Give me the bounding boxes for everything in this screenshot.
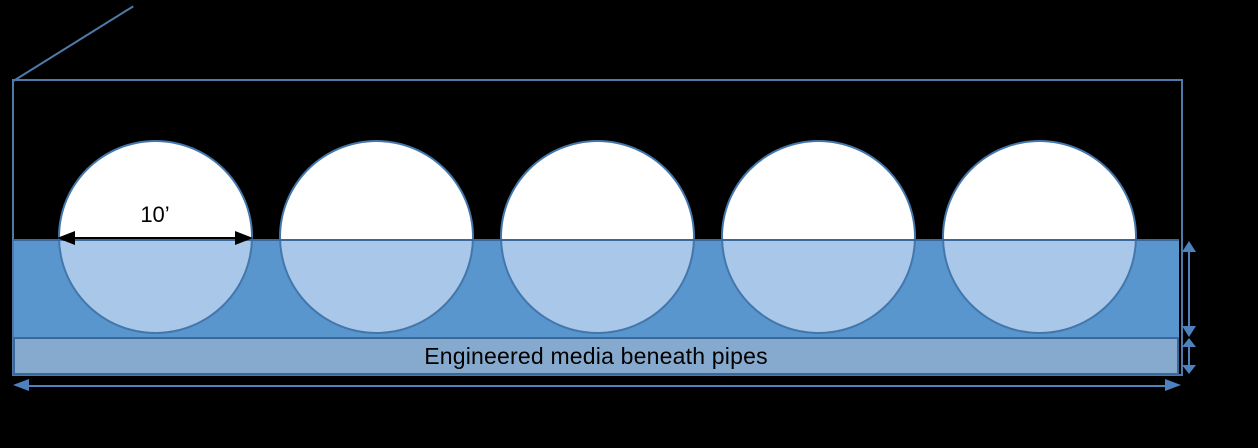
arrow-down-icon <box>1182 326 1196 337</box>
arrow-left-icon <box>57 231 75 245</box>
arrow-right-icon <box>1165 379 1181 391</box>
bedding-depth-dimension-arrow <box>1182 241 1196 337</box>
engineered-media-band: Engineered media beneath pipes <box>13 337 1179 375</box>
bedding-surface-line <box>13 239 1179 241</box>
pipe-diameter-dimension-arrow <box>57 231 253 245</box>
pipe-cross-section <box>278 140 474 334</box>
section-outline <box>12 79 1183 376</box>
dimension-line <box>25 385 1169 387</box>
arrow-left-icon <box>13 379 29 391</box>
arrow-up-icon <box>1182 241 1196 252</box>
total-width-dimension-arrow <box>13 379 1181 392</box>
engineered-media-label: Engineered media beneath pipes <box>424 342 768 369</box>
pipe-cross-section <box>720 140 916 334</box>
dimension-line <box>1188 344 1190 368</box>
media-depth-dimension-arrow <box>1182 338 1196 374</box>
callout-leader-line <box>13 5 134 82</box>
arrow-up-icon <box>1182 338 1196 347</box>
dimension-line <box>1188 248 1190 330</box>
dimension-line <box>69 237 241 239</box>
pipe-cross-section <box>499 140 695 334</box>
pipe-diameter-label: 10’ <box>140 202 170 227</box>
arrow-right-icon <box>235 231 253 245</box>
pipe-cross-section <box>941 140 1137 334</box>
arrow-down-icon <box>1182 365 1196 374</box>
